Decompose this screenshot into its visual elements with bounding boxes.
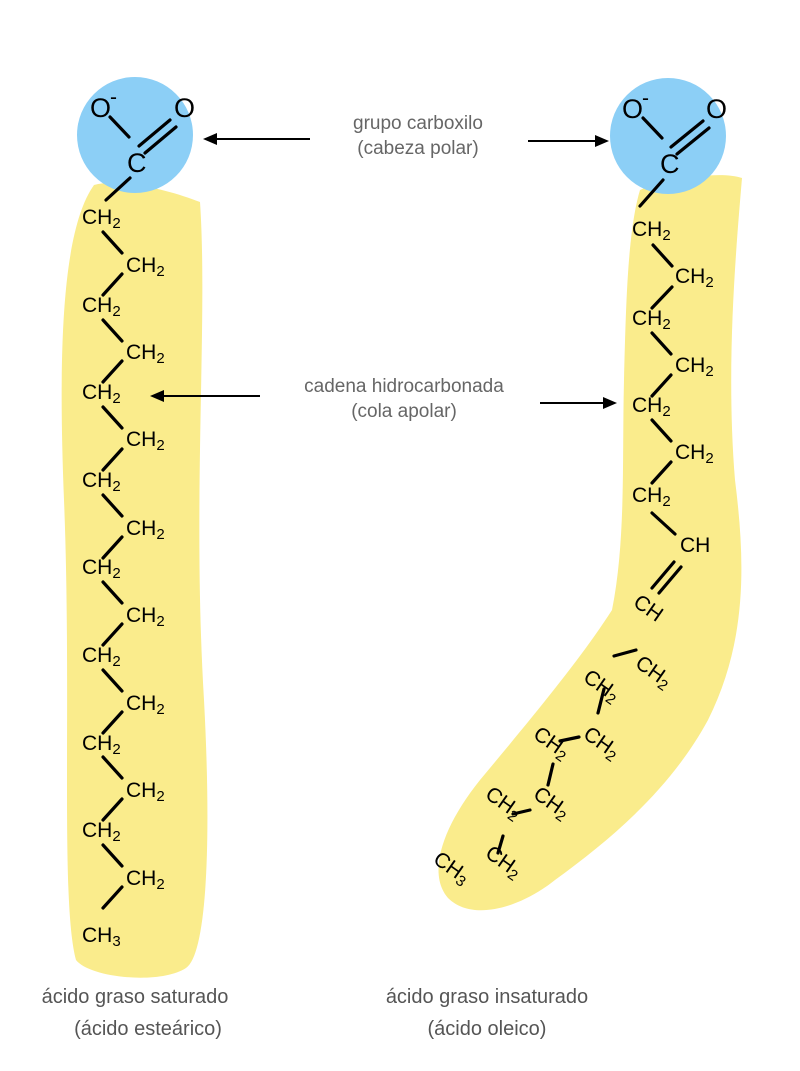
saturated-chain-atom: CH2 xyxy=(126,254,165,280)
saturated-chain-atom: CH2 xyxy=(82,556,121,582)
saturated-chain-atom: CH2 xyxy=(82,819,121,845)
saturated-example: (ácido esteárico) xyxy=(74,1018,222,1040)
unsaturated-chain-atom: CH2 xyxy=(675,441,714,467)
unsaturated-carbonyl-carbon: C xyxy=(660,149,680,179)
saturated-tail-highlight xyxy=(61,182,208,978)
tail-arrow-right xyxy=(540,397,617,409)
saturated-chain-atom: CH2 xyxy=(82,469,121,495)
saturated-bonds xyxy=(101,115,178,910)
saturated-chain-atom: CH2 xyxy=(126,517,165,543)
saturated-chain-atom: CH2 xyxy=(126,779,165,805)
saturated-chain-atom: CH2 xyxy=(126,867,165,893)
saturated-carbonyl-carbon: C xyxy=(127,148,147,178)
saturated-caption: ácido graso saturado xyxy=(42,986,229,1008)
saturated-chain-atom: CH2 xyxy=(82,294,121,320)
head-label-subtitle: (cabeza polar) xyxy=(357,138,478,159)
saturated-carboxyl-head xyxy=(77,77,193,193)
unsaturated-oxygen-charge: - xyxy=(642,87,649,110)
saturated-carbon-chain: CH2CH2CH2CH2CH2CH2CH2CH2CH2CH2CH2CH2CH2C… xyxy=(82,206,165,950)
unsaturated-carboxyl-head xyxy=(610,78,726,194)
tail-arrow-left xyxy=(150,390,260,402)
unsaturated-oxygen-double: O xyxy=(706,94,727,124)
saturated-chain-atom: CH2 xyxy=(82,381,121,407)
saturated-chain-atom: CH2 xyxy=(126,692,165,718)
unsaturated-chain-atom: CH2 xyxy=(675,265,714,291)
head-label-title: grupo carboxilo xyxy=(353,113,483,134)
saturated-chain-atom: CH2 xyxy=(126,604,165,630)
saturated-chain-atom: CH3 xyxy=(82,924,121,950)
tail-label-title: cadena hidrocarbonada xyxy=(304,376,504,397)
unsaturated-bonds xyxy=(496,116,711,855)
saturated-chain-atom: CH2 xyxy=(126,428,165,454)
saturated-chain-atom: CH2 xyxy=(82,732,121,758)
saturated-oxygen-minus: O xyxy=(90,93,111,123)
unsaturated-caption: ácido graso insaturado xyxy=(386,986,588,1008)
head-arrow-right xyxy=(528,135,609,147)
saturated-chain-atom: CH2 xyxy=(82,206,121,232)
tail-label-subtitle: (cola apolar) xyxy=(351,401,457,422)
saturated-oxygen-charge: - xyxy=(110,86,117,109)
unsaturated-tail-highlight xyxy=(438,175,742,911)
unsaturated-carbon-chain: CH2CH2CH2CH2CH2CH2CH2CHCHCH2CH2CH2CH2CH2… xyxy=(429,218,714,891)
unsaturated-example: (ácido oleico) xyxy=(428,1018,547,1040)
saturated-oxygen-double: O xyxy=(174,93,195,123)
unsaturated-chain-atom: CH2 xyxy=(632,307,671,333)
unsaturated-chain-atom: CH2 xyxy=(632,218,671,244)
unsaturated-oxygen-minus: O xyxy=(622,94,643,124)
unsaturated-chain-atom: CH2 xyxy=(632,394,671,420)
unsaturated-chain-atom: CH2 xyxy=(632,484,671,510)
saturated-chain-atom: CH2 xyxy=(82,644,121,670)
saturated-chain-atom: CH2 xyxy=(126,341,165,367)
unsaturated-chain-atom: CH xyxy=(680,534,710,557)
head-arrow-left xyxy=(203,133,310,145)
unsaturated-chain-atom: CH2 xyxy=(675,354,714,380)
